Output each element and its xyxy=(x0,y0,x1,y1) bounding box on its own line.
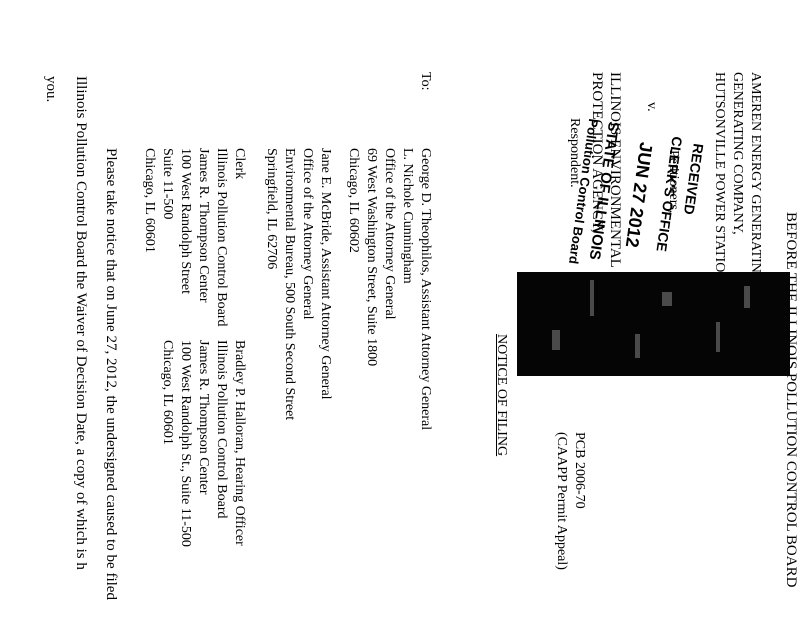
recipient-line: James R. Thompson Center xyxy=(196,340,211,495)
recipient-line: Illinois Pollution Control Board xyxy=(214,340,229,519)
body-line-1: Please take notice that on June 27, 2012… xyxy=(103,148,119,600)
stamp-office: CLERK'S OFFICE xyxy=(653,135,686,253)
stamp-date: JUN 27 2012 xyxy=(621,140,657,249)
recipient-line: Office of the Attorney General xyxy=(382,148,397,320)
case-number: PCB 2006-70 xyxy=(572,432,587,509)
notice-heading: NOTICE OF FILING xyxy=(494,334,509,457)
to-label: To: xyxy=(418,72,433,91)
recipient-line: Suite 11-500 xyxy=(160,148,175,220)
recipient-line: L. Nichole Cunningham xyxy=(400,148,415,284)
recipient-line: Chicago, IL 60602 xyxy=(346,148,361,253)
recipient-theophilos: George D. Theophilos, Assistant Attorney… xyxy=(344,148,434,430)
recipient-line: George D. Theophilos, Assistant Attorney… xyxy=(418,148,433,431)
recipient-line: Chicago, IL 60601 xyxy=(160,340,175,445)
body-line-2: Illinois Pollution Control Board the Wai… xyxy=(73,76,89,570)
versus-label: v. xyxy=(644,102,659,112)
recipient-line: Environmental Bureau, 500 South Second S… xyxy=(282,148,297,421)
recipient-line: 100 West Randolph St., Suite 11-500 xyxy=(178,340,193,547)
case-number-block: PCB 2006-70 (CAAPP Permit Appeal) xyxy=(552,432,588,570)
recipient-mcbride: Jane E. McBride, Assistant Attorney Gene… xyxy=(262,148,334,420)
recipient-line: Bradley P. Halloran, Hearing Officer xyxy=(232,340,247,546)
recipient-line: Jane E. McBride, Assistant Attorney Gene… xyxy=(318,148,333,400)
recipient-line: Illinois Pollution Control Board xyxy=(214,148,229,327)
recipient-line: 100 West Randolph Street xyxy=(178,148,193,294)
recipient-line: Chicago, IL 60601 xyxy=(142,148,157,253)
recipient-clerk: Clerk Illinois Pollution Control Board J… xyxy=(140,148,248,327)
case-type: (CAAPP Permit Appeal) xyxy=(554,432,569,570)
recipient-line: Clerk xyxy=(232,148,247,180)
redaction-box xyxy=(517,272,790,376)
board-title: BEFORE THE ILLINOIS POLLUTION CONTROL BO… xyxy=(783,212,799,588)
body-line-3: you. xyxy=(43,76,59,103)
recipient-line: Office of the Attorney General xyxy=(300,148,315,320)
recipient-line: 69 West Washington Street, Suite 1800 xyxy=(364,148,379,367)
clerk-received-stamp: RECEIVED CLERK'S OFFICE JUN 27 2012 STAT… xyxy=(549,115,717,275)
recipient-line: James R. Thompson Center xyxy=(196,148,211,303)
recipient-halloran: Bradley P. Halloran, Hearing Officer Ill… xyxy=(158,340,248,547)
recipient-line: Springfield, IL 62706 xyxy=(264,148,279,270)
